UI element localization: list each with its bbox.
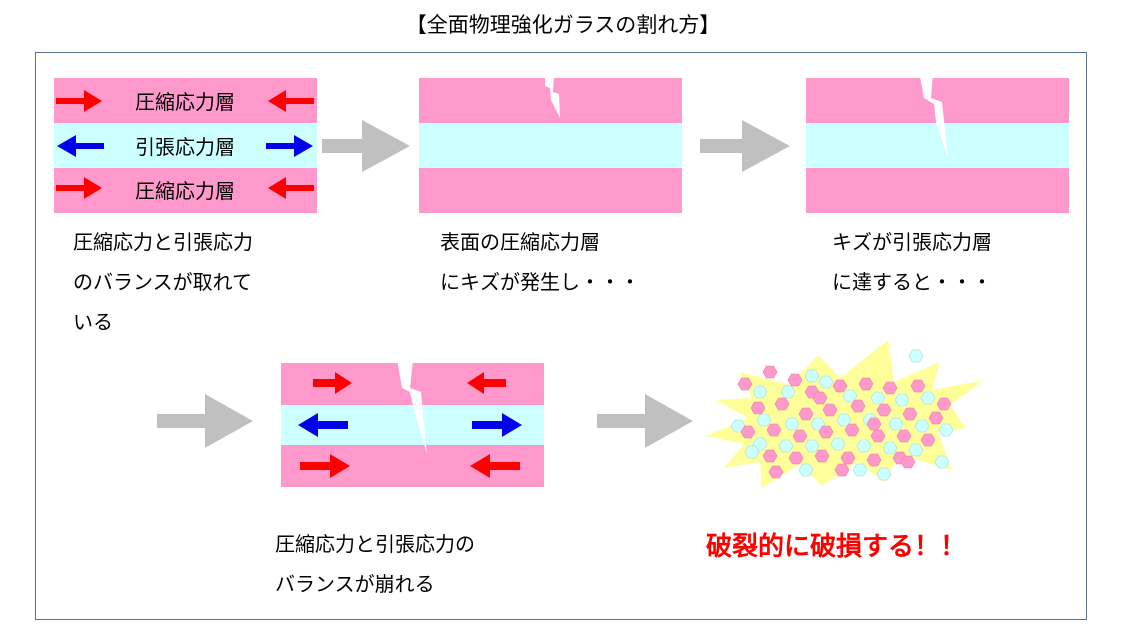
tension-arrow-left (298, 413, 348, 437)
caption-step3: キズが引張応力層 に達すると・・・ (832, 222, 992, 302)
caption-line: キズが引張応力層 (832, 230, 992, 254)
glass-panel-imbalance (281, 360, 544, 487)
caption-line: 圧縮応力と引張応力の (275, 532, 475, 556)
layer-label-top: 圧縮応力層 (135, 90, 235, 114)
compression-arrow-right (56, 90, 102, 112)
compression-arrow-right (56, 177, 102, 199)
tension-arrow-left (57, 135, 104, 157)
caption-line: いる (73, 310, 113, 334)
flow-arrow (700, 120, 790, 172)
compression-arrow-left (470, 454, 520, 478)
glass-fragment (762, 365, 778, 379)
caption-line: に達すると・・・ (832, 270, 992, 294)
layer-label-bottom: 圧縮応力層 (135, 179, 235, 203)
caption-line: 表面の圧縮応力層 (440, 230, 600, 254)
diagram-frame (35, 52, 1087, 620)
glass-panel-crack-deep (806, 72, 1069, 213)
compression-arrow-right (300, 454, 350, 478)
glass-panel-surface-scratch (419, 76, 682, 213)
caption-step4: 圧縮応力と引張応力の バランスが崩れる (275, 524, 475, 604)
compression-arrow-right (313, 372, 352, 394)
caption-step2: 表面の圧縮応力層 にキズが発生し・・・ (440, 222, 640, 302)
caption-line: のバランスが取れて (73, 270, 252, 294)
caption-line: 圧縮応力と引張応力 (73, 230, 253, 254)
caption-line: にキズが発生し・・・ (440, 270, 640, 294)
crack (397, 360, 427, 454)
shatter-burst (706, 340, 984, 488)
flow-arrow (157, 394, 253, 448)
compression-arrow-left (467, 372, 506, 394)
diagram-title: 【全面物理強化ガラスの割れ方】 (405, 13, 721, 37)
layer-label-middle: 引張応力層 (135, 135, 235, 159)
caption-step5: 破裂的に破損する！！ (706, 532, 967, 562)
tension-arrow-right (266, 135, 313, 157)
flow-arrow (322, 120, 410, 172)
tension-arrow-right (472, 413, 522, 437)
glass-fragment (908, 349, 924, 363)
compression-arrow-left (268, 90, 314, 112)
flow-arrow (597, 394, 693, 448)
caption-line: バランスが崩れる (275, 572, 435, 596)
caption-step1: 圧縮応力と引張応力 のバランスが取れて いる (73, 222, 253, 342)
crack (545, 76, 560, 118)
crack (919, 72, 948, 158)
compression-arrow-left (268, 177, 314, 199)
glass-panel-balanced: 圧縮応力層 引張応力層 圧縮応力層 (54, 78, 317, 213)
